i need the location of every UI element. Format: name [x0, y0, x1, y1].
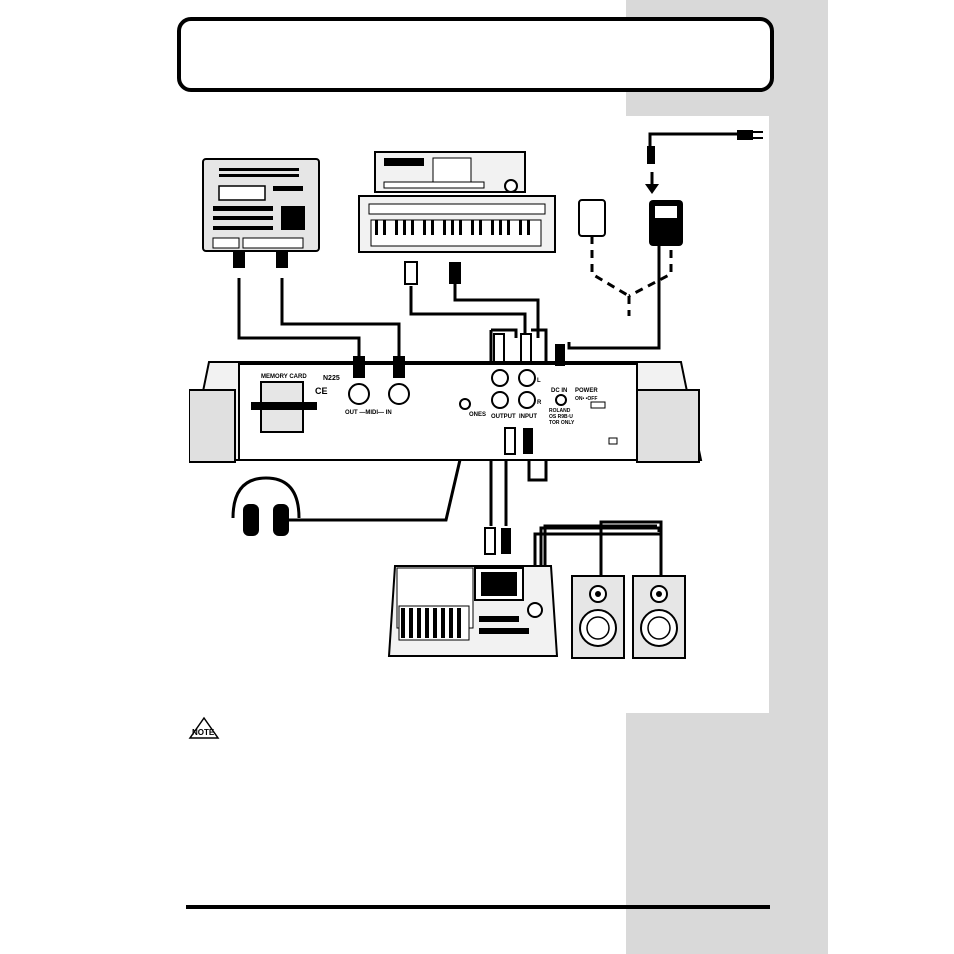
- midi-port-label: OUT —MIDI— IN: [345, 410, 392, 416]
- dc-in-label: DC IN: [551, 388, 567, 394]
- power-switch-label: ON• •OFF: [575, 396, 597, 402]
- adaptor-note-line2: OS R9B·U: [549, 414, 573, 420]
- adaptor-note-line3: TOR ONLY: [549, 420, 575, 426]
- ac-cord: [648, 132, 737, 146]
- cables: [237, 132, 737, 576]
- ac-adaptor: [578, 130, 763, 246]
- output-jack-r: [491, 391, 509, 409]
- channel-l-label: L: [537, 378, 541, 384]
- security-slot: [608, 437, 618, 445]
- note-badge-text: NOTE: [192, 728, 215, 737]
- dc-cable: [567, 226, 661, 350]
- speaker-right: [632, 575, 686, 659]
- power-label: POWER: [575, 388, 598, 394]
- connection-diagram: MEMORY CARD N225 CE OUT —MIDI— IN ONES L…: [187, 116, 769, 713]
- model-code-label: N225: [323, 375, 340, 382]
- ce-mark: CE: [315, 386, 328, 396]
- main-unit-rear-panel: MEMORY CARD N225 CE OUT —MIDI— IN ONES L…: [187, 333, 703, 463]
- connection-diagram-svg: MEMORY CARD N225 CE OUT —MIDI— IN ONES L…: [187, 130, 763, 659]
- adaptor-note-line1: ROLAND: [549, 408, 571, 414]
- input-jack-l: [518, 369, 536, 387]
- power-switch: [590, 401, 606, 409]
- headphones: [231, 476, 301, 536]
- input-return-cable: [527, 328, 548, 482]
- headphone-cable: [283, 433, 468, 522]
- rhythm-machine: [202, 158, 320, 268]
- speaker-cable-left: [533, 532, 663, 576]
- input-jack-r: [518, 391, 536, 409]
- channel-r-label: R: [537, 400, 542, 406]
- footer-rule: [186, 905, 770, 909]
- keyboard-cable-left: [409, 286, 527, 338]
- midi-out-port: [348, 383, 370, 405]
- multitrack-recorder: [387, 527, 559, 657]
- page-title-box: [177, 17, 774, 92]
- output-jack-l: [491, 369, 509, 387]
- input-label: INPUT: [519, 414, 537, 420]
- dc-in-jack: [555, 394, 567, 406]
- midi-in-port: [388, 383, 410, 405]
- midi-cable-to-midi-in: [280, 278, 401, 361]
- keyboard-synthesizer: [358, 151, 556, 285]
- output-label: OUTPUT: [491, 414, 516, 420]
- phones-jack: [459, 398, 471, 410]
- phones-label: ONES: [469, 412, 486, 418]
- memory-card-label: MEMORY CARD: [261, 374, 307, 380]
- adapter-alternate-lines: [590, 236, 673, 316]
- note-icon: NOTE: [187, 716, 221, 742]
- keyboard-cable-right: [453, 282, 540, 338]
- speaker-left: [571, 575, 625, 659]
- midi-cable-to-midi-out: [237, 278, 361, 361]
